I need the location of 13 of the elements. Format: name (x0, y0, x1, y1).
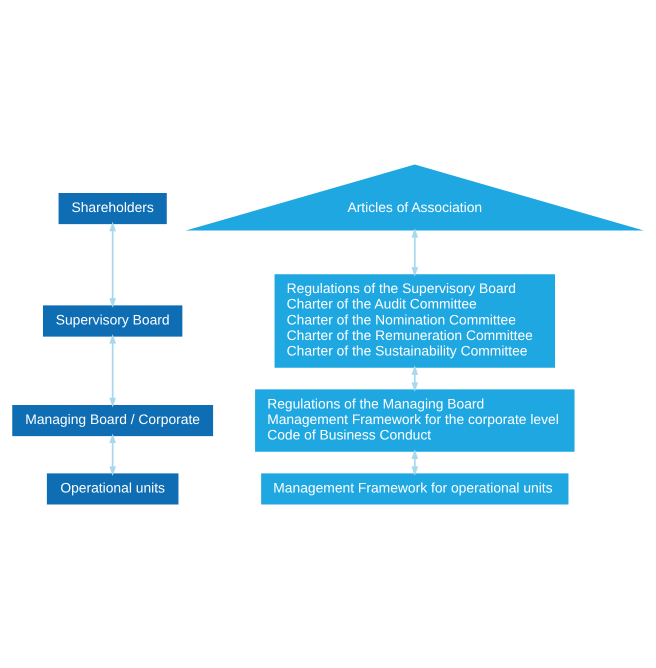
arrow (109, 221, 116, 308)
node-box: Regulations of the Managing Board Management Framework for the corporate level Code of Business Conduct (255, 388, 575, 452)
node-box: Shareholders (58, 192, 167, 224)
arrow (109, 334, 116, 407)
node-box: Operational units (46, 472, 178, 504)
arrow (411, 228, 418, 276)
node-box: Managing Board / Corporate (12, 404, 214, 436)
node-box: Management Framework for operational units (261, 472, 568, 504)
arrow (411, 364, 418, 392)
node-box: Supervisory Board (42, 304, 182, 336)
arrow (109, 433, 116, 476)
arrow (411, 448, 418, 476)
node-box: Regulations of the Supervisory Board Charter of the Audit Committee Charter of the Nomination Committee Charter of the Remuneration Committee Charter of the Sustainability Committee (274, 274, 556, 368)
